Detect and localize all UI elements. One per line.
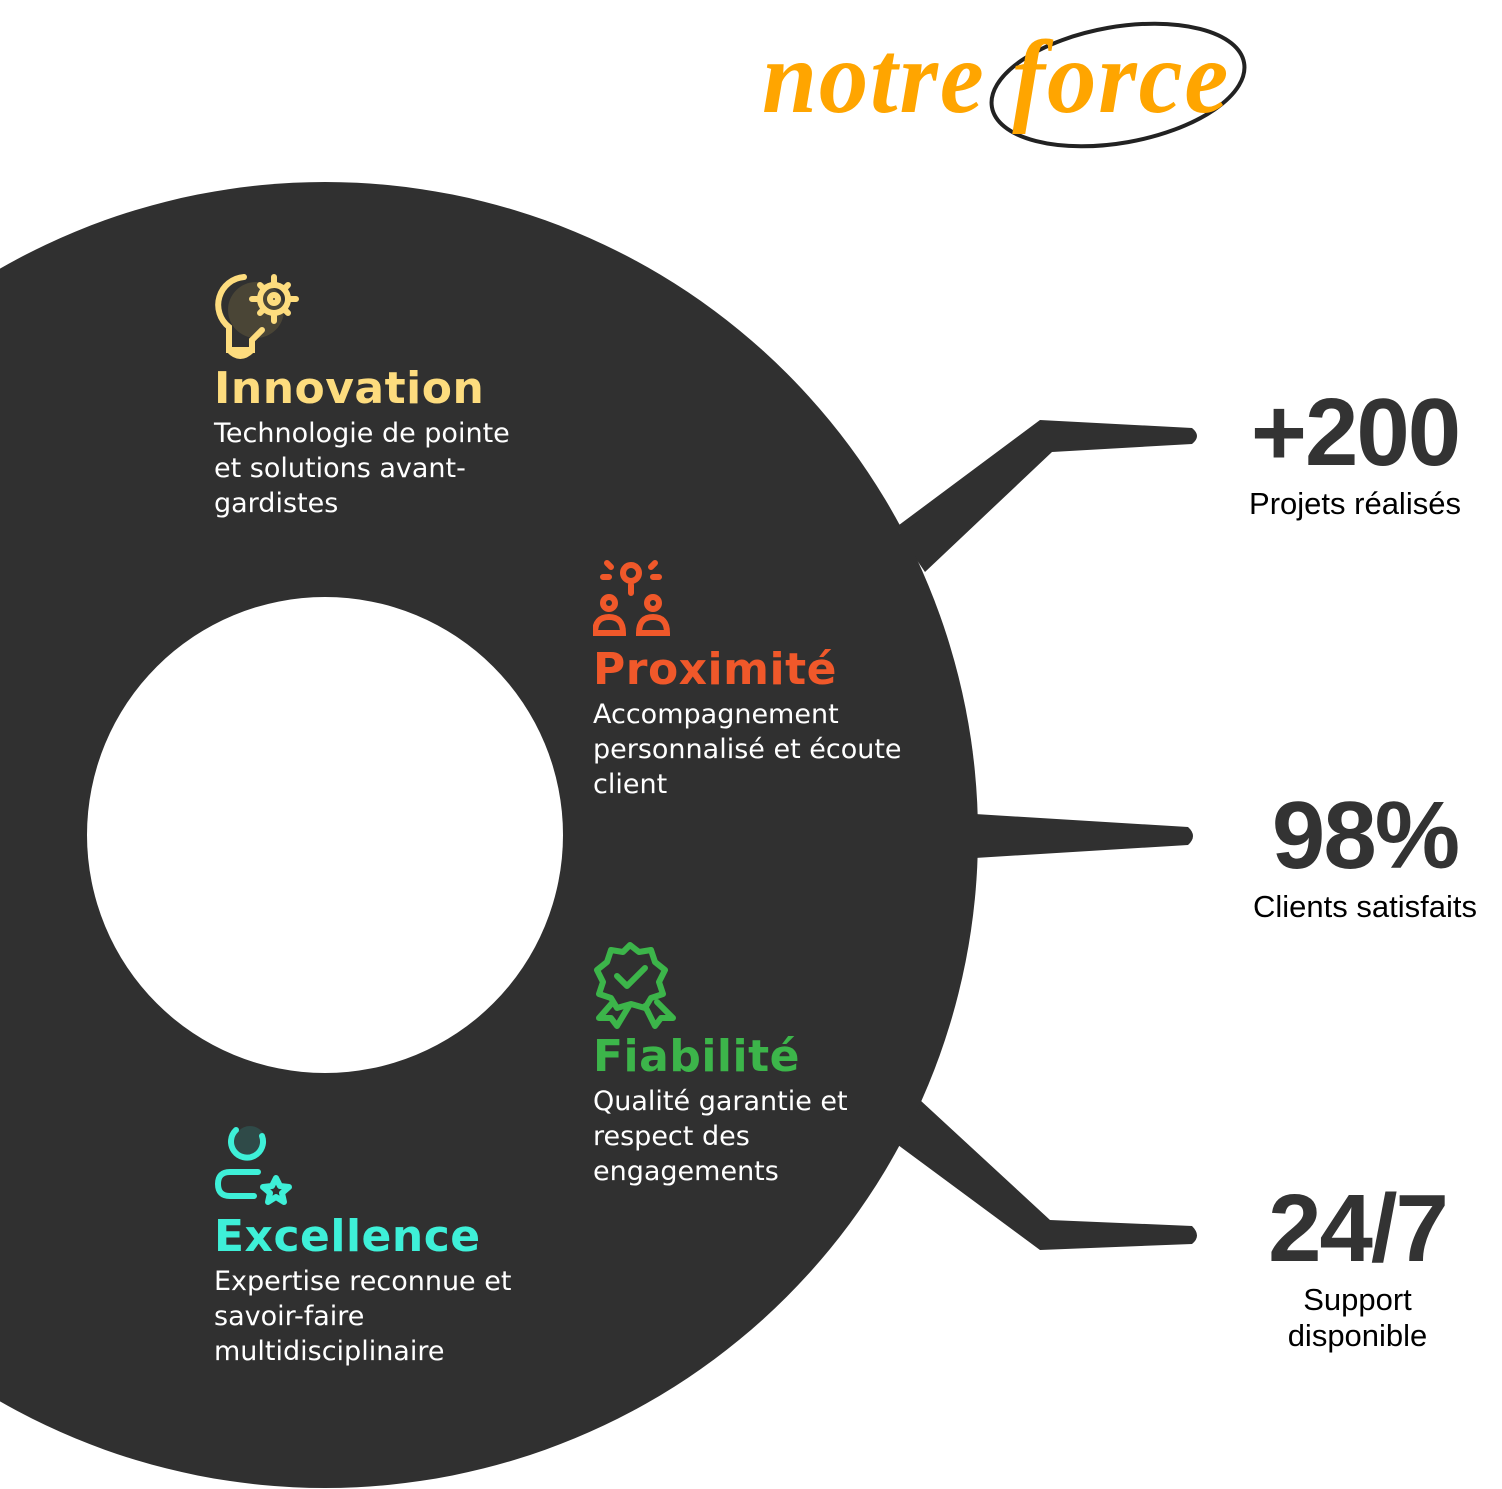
connector-top bbox=[895, 420, 1197, 572]
connector-bottom bbox=[898, 1100, 1197, 1250]
ring-hole bbox=[87, 597, 563, 1073]
stat-label: Clients satisfaits bbox=[1253, 889, 1477, 924]
value-description: Qualité garantie et respect des engageme… bbox=[593, 1086, 848, 1187]
stat-satisfaction: 98% Clients satisfaits bbox=[1230, 783, 1500, 925]
stat-value: +200 bbox=[1250, 379, 1461, 486]
value-proximite: Proximité Accompagnement personnalisé et… bbox=[593, 553, 913, 802]
value-title: Fiabilité bbox=[593, 1031, 800, 1082]
value-description: Accompagnement personnalisé et écoute cl… bbox=[593, 699, 902, 800]
value-fiabilite: Fiabilité Qualité garantie et respect de… bbox=[593, 940, 913, 1189]
value-title: Proximité bbox=[593, 644, 837, 695]
stat-label: Projets réalisés bbox=[1249, 486, 1461, 521]
stat-value: 98% bbox=[1271, 782, 1460, 889]
people-support-icon bbox=[593, 560, 671, 636]
value-innovation: Innovation Technologie de pointe et solu… bbox=[214, 272, 534, 521]
lightbulb-gear-icon bbox=[215, 274, 299, 359]
stat-projects: +200 Projets réalisés bbox=[1230, 380, 1480, 522]
stat-support: 24/7 Support disponible bbox=[1250, 1176, 1465, 1354]
connector-middle bbox=[975, 814, 1193, 858]
value-title: Excellence bbox=[214, 1211, 481, 1262]
stat-value: 24/7 bbox=[1268, 1175, 1449, 1282]
title-word-notre: notre bbox=[762, 20, 986, 135]
badge-check-icon bbox=[594, 942, 676, 1029]
value-description: Technologie de pointe et solutions avant… bbox=[214, 418, 510, 519]
user-star-icon bbox=[215, 1126, 292, 1205]
stat-label: Support disponible bbox=[1287, 1282, 1428, 1353]
page-title: notre force bbox=[762, 18, 1230, 137]
title-word-force: force bbox=[1012, 20, 1231, 135]
title-ellipse bbox=[989, 21, 1247, 149]
value-description: Expertise reconnue et savoir-faire multi… bbox=[214, 1266, 512, 1367]
value-title: Innovation bbox=[214, 363, 485, 414]
value-excellence: Excellence Expertise reconnue et savoir-… bbox=[214, 1120, 514, 1369]
